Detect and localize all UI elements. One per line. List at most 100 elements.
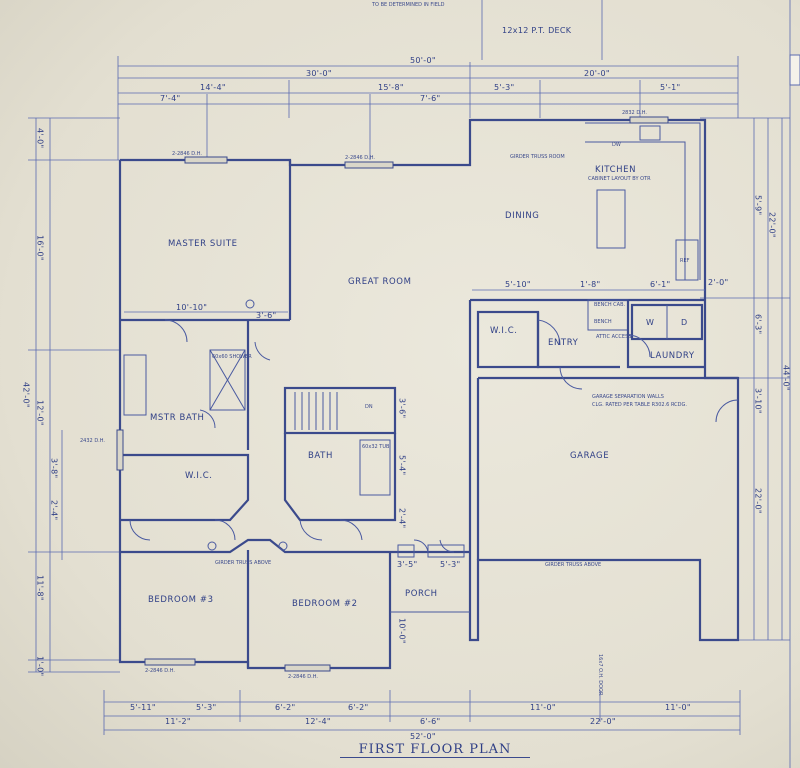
plan-title: FIRST FLOOR PLAN (340, 742, 530, 758)
dim-j-bottom: 22'-0" (590, 717, 616, 726)
note-field: TO BE DETERMINED IN FIELD (371, 2, 445, 8)
left-dimensions: 42'-0" 4'-0" 16'-0" 12'-0" 11'-8" 1'-0" … (22, 117, 120, 676)
note-girder-room: GIRDER TRUSS ROOM (510, 154, 565, 160)
dim-bath-h: 5'-4" (398, 455, 407, 475)
dim-d-bottom: 6'-2" (348, 703, 368, 712)
door-swings (129, 319, 739, 553)
room-bath: BATH (308, 451, 333, 461)
smoke-detector-icons (207, 299, 288, 551)
room-wic-master: W.I.C. (185, 471, 213, 481)
room-great-room: GREAT ROOM (348, 277, 412, 287)
bottom-dimensions: 5'-11" 5'-3" 6'-2" 6'-2" 11'-0" 11'-0" 1… (103, 654, 741, 741)
tag-window-1: 2-2846 D.H. (172, 151, 202, 157)
dim-a-bottom: 5'-11" (130, 703, 156, 712)
room-entry: ENTRY (548, 338, 579, 348)
garage-door-note: 16x7 O.H. DOOR (597, 654, 603, 696)
label-dryer: D (681, 318, 687, 327)
dim-master-width: 10'-10" (176, 303, 207, 312)
tag-tub: 60x32 TUB (362, 444, 390, 450)
dim-stair: 2'-4" (398, 508, 407, 528)
tag-window-4: 2432 D.H. (80, 438, 105, 444)
dim-b-bottom: 5'-3" (196, 703, 216, 712)
dim-a-right: 22'-0" (768, 212, 777, 238)
dim-d-left: 11'-8" (36, 575, 45, 601)
tag-window-6: 2-2846 D.H. (288, 674, 318, 680)
note-cabinet: CABINET LAYOUT BY OTR (588, 176, 651, 182)
dim-e-bottom: 11'-2" (165, 717, 191, 726)
dim-c-bottom: 6'-2" (275, 703, 295, 712)
dim-c-right: 6'-3" (754, 314, 763, 334)
dim-f-right: 2'-0" (708, 278, 728, 287)
note-garage-sep-2: CLG. RATED PER TABLE R302.6 RCDG. (592, 402, 687, 408)
dim-f-left: 3'-8" (50, 458, 59, 478)
room-porch: PORCH (405, 589, 438, 599)
dim-closet: 3'-6" (256, 311, 276, 320)
dim-wic: 5'-10" (505, 280, 531, 289)
windows (116, 116, 669, 672)
dim-d-right: 3'-10" (754, 388, 763, 414)
dim-e-top: 7'-4" (160, 94, 180, 103)
dim-g-bottom: 6'-6" (420, 717, 440, 726)
tag-shower: 60x60 SHOWER (212, 354, 252, 360)
dim-b-right: 5'-9" (754, 195, 763, 215)
dim-porch-h: 10'-0" (398, 618, 407, 644)
label-ref: REF (680, 258, 690, 264)
tag-stair-dn: DN (365, 404, 373, 410)
dim-b-left: 16'-0" (36, 235, 45, 261)
dim-c-top: 5'-3" (494, 83, 514, 92)
dim-c-left: 12'-0" (36, 400, 45, 426)
label-bench-cab: BENCH CAB. (594, 302, 626, 308)
dim-d-top: 5'-1" (660, 83, 680, 92)
dim-right-top: 20'-0" (584, 69, 610, 78)
room-garage: GARAGE (570, 451, 609, 461)
dim-b-top: 15'-8" (378, 83, 404, 92)
dim-porch-b: 5'-3" (440, 560, 460, 569)
top-dimensions: 50'-0" 30'-0" 20'-0" 14'-4" 15'-8" 5'-3"… (117, 56, 739, 160)
dim-f-bottom: 12'-4" (305, 717, 331, 726)
fixture-tags: 2-2846 D.H. 2-2846 D.H. 2832 D.H. 2432 D… (80, 110, 647, 680)
dim-h-bottom: 11'-0" (530, 703, 556, 712)
room-kitchen: KITCHEN (595, 165, 636, 175)
dim-a-top: 14'-4" (200, 83, 226, 92)
dim-i-bottom: 11'-0" (665, 703, 691, 712)
note-garage-sep: GARAGE SEPARATION WALLS (592, 394, 664, 400)
dim-g-left: 2'-4" (50, 500, 59, 520)
dim-total-bottom: 52'-0" (410, 732, 436, 741)
room-laundry: LAUNDRY (650, 351, 695, 361)
room-master-bath: MSTR BATH (150, 413, 205, 423)
dim-f-top: 7'-6" (420, 94, 440, 103)
note-attic: ATTIC ACCESS (596, 334, 631, 340)
room-dining: DINING (505, 211, 539, 221)
dim-a-left: 4'-0" (36, 128, 45, 148)
label-washer: W (646, 318, 654, 327)
right-dimensions: 44'-0" 22'-0" 5'-9" 6'-3" 3'-10" 22'-0" … (700, 117, 791, 641)
tag-window-5: 2-2846 D.H. (145, 668, 175, 674)
dim-left-top: 30'-0" (306, 69, 332, 78)
dim-bath-w: 3'-6" (398, 398, 407, 418)
note-girder-above-1: GIRDER TRUSS ABOVE (215, 560, 271, 566)
room-bedroom-2: BEDROOM #2 (292, 599, 358, 609)
dim-porch-a: 3'-5" (397, 560, 417, 569)
corner-tab (789, 54, 800, 86)
dim-e-right: 22'-0" (754, 488, 763, 514)
dim-e2: 6'-1" (650, 280, 670, 289)
label-dw: DW (612, 142, 621, 148)
inner-dimensions: 10'-10" 3'-6" 5'-10" 1'-8" 6'-1" 5'-4" 3… (124, 280, 705, 644)
room-master-suite: MASTER SUITE (168, 239, 238, 249)
dim-e1: 1'-8" (580, 280, 600, 289)
dim-total-top: 50'-0" (410, 56, 436, 65)
tag-window-2: 2-2846 D.H. (345, 155, 375, 161)
tag-window-3: 2832 D.H. (622, 110, 647, 116)
note-deck: 12x12 P.T. DECK (502, 26, 572, 35)
dim-total-right: 44'-0" (782, 365, 791, 391)
interior-walls (120, 122, 705, 668)
dim-e-left: 1'-0" (36, 656, 45, 676)
room-labels: MASTER SUITE GREAT ROOM DINING KITCHEN W… (148, 142, 695, 609)
room-wic-entry: W.I.C. (490, 326, 518, 336)
room-bedroom-3: BEDROOM #3 (148, 595, 214, 605)
dim-total-left: 42'-0" (22, 382, 31, 408)
note-girder-above-2: GIRDER TRUSS ABOVE (545, 562, 601, 568)
plan-notes: GIRDER TRUSS ROOM CABINET LAYOUT BY OTR … (215, 154, 687, 568)
